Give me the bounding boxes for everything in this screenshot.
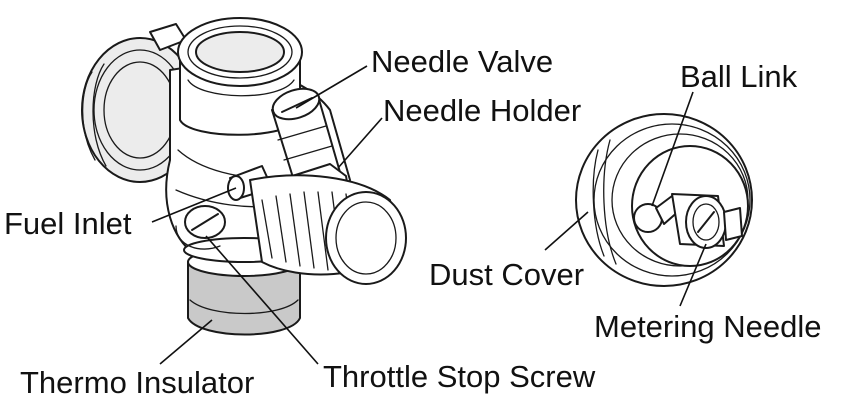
leader-metering-needle: [679, 243, 707, 307]
leader-lines: [151, 65, 707, 365]
leader-ball-link: [651, 91, 694, 207]
label-metering-needle: Metering Needle: [594, 309, 821, 344]
label-fuel-inlet: Fuel Inlet: [4, 206, 132, 241]
leader-thermo-insulator: [159, 319, 213, 365]
dust-cover-assembly: [575, 113, 753, 287]
label-needle-valve: Needle Valve: [371, 44, 553, 79]
end-cap: [325, 191, 407, 285]
leader-fuel-inlet: [151, 187, 237, 223]
leader-dust-cover: [544, 211, 589, 251]
label-thermo-insulator: Thermo Insulator: [20, 365, 254, 400]
leader-throttle-stop-screw: [205, 235, 319, 365]
labels: Needle Valve Needle Holder Ball Link Fue…: [4, 44, 821, 400]
carburetor-body: [81, 17, 407, 336]
label-dust-cover: Dust Cover: [429, 257, 584, 292]
leader-needle-valve: [295, 65, 368, 109]
thermo-insulator-part: [187, 261, 301, 336]
label-throttle-stop-screw: Throttle Stop Screw: [323, 359, 596, 394]
label-needle-holder: Needle Holder: [383, 93, 581, 128]
label-ball-link: Ball Link: [680, 59, 798, 94]
leader-needle-holder: [337, 117, 383, 169]
